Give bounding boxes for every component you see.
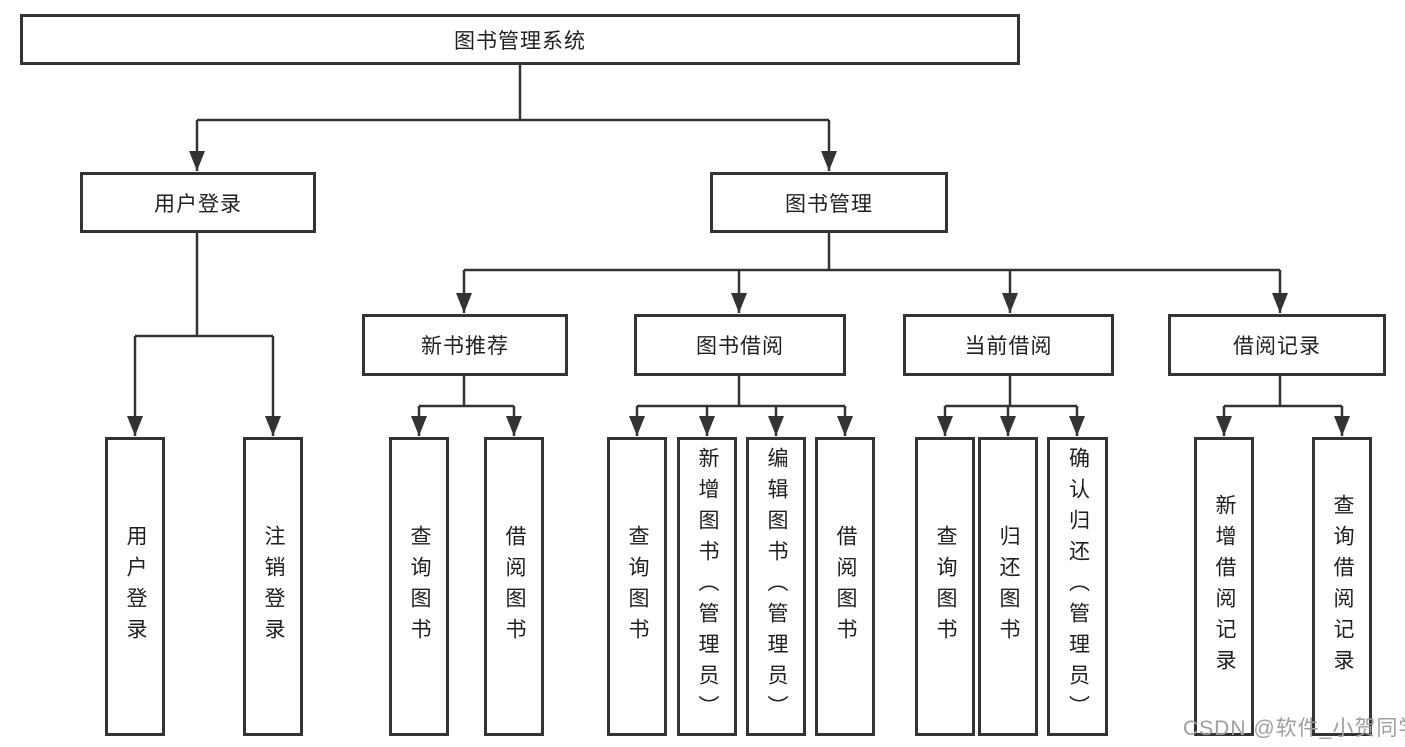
leaf-newrec-borrow-books-label: 借阅图书 (503, 524, 527, 649)
leaf-records-query-borrow-record: 查询借阅记录 (1312, 437, 1372, 736)
node-book-borrowing: 图书借阅 (634, 314, 846, 376)
node-new-book-recommendation: 新书推荐 (362, 314, 568, 376)
leaf-borrow-add-books-admin-label: 新增图书（管理员） (696, 447, 720, 726)
leaf-borrow-edit-books-admin: 编辑图书（管理员） (746, 437, 806, 736)
leaf-records-add-borrow-record: 新增借阅记录 (1194, 437, 1254, 736)
leaf-logout: 注销登录 (243, 437, 303, 736)
leaf-borrow-borrow-books: 借阅图书 (815, 437, 875, 736)
leaf-newrec-borrow-books: 借阅图书 (484, 437, 544, 736)
leaf-current-confirm-return-admin-label: 确认归还（管理员） (1066, 447, 1090, 726)
node-book-management: 图书管理 (710, 172, 948, 233)
leaf-current-query-books: 查询图书 (915, 437, 975, 736)
node-borrowing-records: 借阅记录 (1168, 314, 1386, 376)
leaf-current-confirm-return-admin: 确认归还（管理员） (1047, 437, 1108, 736)
node-library-management-system: 图书管理系统 (20, 14, 1020, 65)
leaf-current-query-books-label: 查询图书 (934, 524, 958, 649)
leaf-newrec-query-books: 查询图书 (389, 437, 449, 736)
watermark: CSDN @软件_小贺同学 (1183, 717, 1405, 740)
leaf-borrow-edit-books-admin-label: 编辑图书（管理员） (765, 447, 789, 726)
leaf-current-return-books-label: 归还图书 (997, 524, 1021, 649)
leaf-borrow-query-books-label: 查询图书 (626, 524, 650, 649)
leaf-borrow-query-books: 查询图书 (607, 437, 667, 736)
leaf-borrow-add-books-admin: 新增图书（管理员） (677, 437, 737, 736)
leaf-logout-label: 注销登录 (262, 524, 286, 649)
leaf-records-query-borrow-record-label: 查询借阅记录 (1331, 493, 1355, 680)
node-user-login: 用户登录 (80, 172, 316, 233)
leaf-user-login: 用户登录 (105, 437, 165, 736)
leaf-borrow-borrow-books-label: 借阅图书 (834, 524, 858, 649)
leaf-user-login-label: 用户登录 (124, 524, 148, 649)
leaf-newrec-query-books-label: 查询图书 (408, 524, 432, 649)
node-current-borrowing: 当前借阅 (903, 314, 1114, 376)
leaf-records-add-borrow-record-label: 新增借阅记录 (1213, 493, 1237, 680)
leaf-current-return-books: 归还图书 (978, 437, 1038, 736)
